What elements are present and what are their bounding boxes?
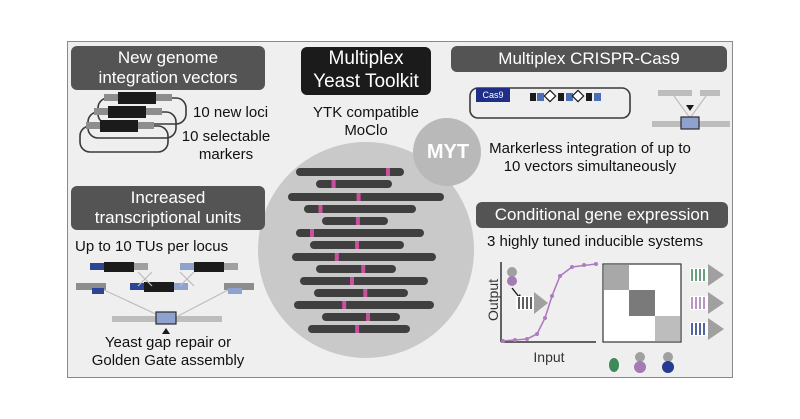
centromere: [363, 289, 368, 297]
tu-footer-line1: Yeast gap repair or: [104, 334, 232, 351]
centromere: [355, 241, 359, 249]
crispr-description: Markerless integration of up to 10 vecto…: [455, 140, 725, 176]
green-cell: [609, 358, 619, 372]
cas9-label: Cas9: [482, 90, 504, 100]
centromere: [310, 229, 314, 237]
plot-x-label: Input: [533, 349, 565, 365]
centromere: [350, 277, 354, 285]
centromere: [334, 253, 339, 261]
myt-title: Multiplex Yeast Toolkit: [301, 47, 431, 95]
centromere: [318, 205, 323, 213]
selectable-markers-line1: 10 selectable: [181, 128, 271, 145]
conditional-subtitle: 3 highly tuned inducible systems: [487, 233, 703, 250]
selectable-markers-line2: markers: [198, 146, 254, 163]
myt-badge-circle: [413, 118, 481, 186]
centromere: [355, 325, 360, 333]
plot-y-label: Output: [485, 278, 501, 322]
centromere: [361, 265, 366, 273]
ytk-compatible-line1: YTK compatible: [313, 104, 419, 121]
integration-title: New genome integration vectors: [71, 46, 265, 90]
tu-title-line2: transcriptional units: [94, 208, 242, 227]
crispr-description-line2: 10 vectors simultaneously: [503, 158, 677, 175]
myt-title-line1: Multiplex: [328, 48, 404, 69]
centromere: [366, 313, 370, 321]
chromosome-group: [288, 168, 444, 333]
centromere: [355, 217, 360, 225]
ytk-compatible-line2: MoClo: [344, 122, 388, 139]
selectable-markers-text: 10 selectable markers: [176, 128, 276, 164]
new-loci-text: 10 new loci: [193, 104, 269, 121]
centromere: [331, 180, 336, 188]
tu-subtitle: Up to 10 TUs per locus: [75, 238, 229, 255]
ytk-compatible-text: YTK compatible MoClo: [296, 104, 436, 140]
tu-footer: Yeast gap repair or Golden Gate assembly: [70, 334, 266, 370]
myt-badge: MYT: [426, 141, 470, 163]
centromere: [342, 301, 347, 309]
tu-title: Increased transcriptional units: [71, 186, 265, 230]
conditional-title: Conditional gene expression: [476, 202, 728, 228]
integration-title-line2: integration vectors: [98, 68, 238, 87]
tu-footer-line2: Golden Gate assembly: [91, 352, 245, 369]
crispr-title: Multiplex CRISPR-Cas9: [451, 46, 727, 72]
tu-title-line1: Increased: [130, 188, 206, 207]
centromere: [356, 193, 361, 201]
centromere: [386, 168, 390, 176]
crispr-description-line1: Markerless integration of up to: [489, 140, 691, 157]
integration-title-line1: New genome: [117, 48, 219, 67]
myt-title-line2: Yeast Toolkit: [313, 71, 419, 92]
